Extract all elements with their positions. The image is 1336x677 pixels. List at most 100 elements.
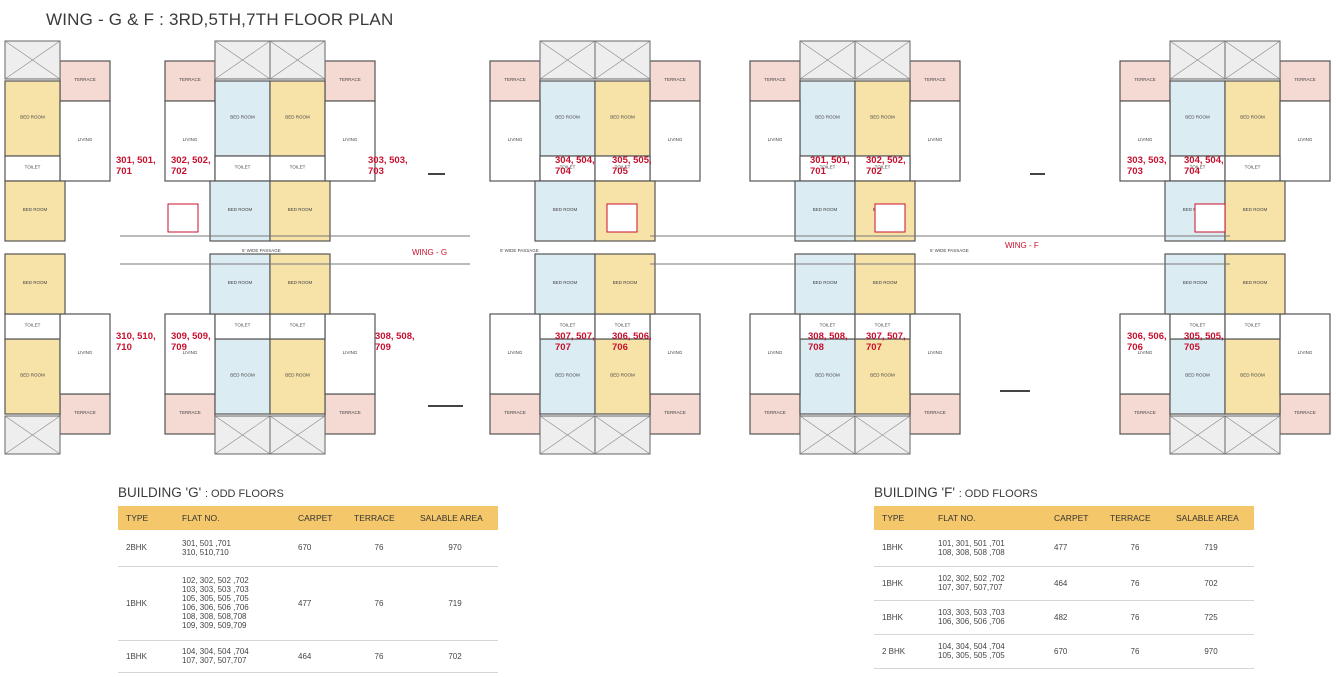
terrace-cell: 76 (346, 530, 412, 567)
room-label: TERRACE (179, 410, 201, 415)
room (4, 155, 61, 182)
room (489, 393, 541, 435)
terrace-cell: 76 (1102, 530, 1168, 567)
room-label: TERRACE (1134, 77, 1156, 82)
room-label: BED ROOM (1240, 373, 1265, 378)
room-label: BED ROOM (1240, 115, 1265, 120)
flat-number: 305, 505, (612, 155, 652, 166)
room-label: BED ROOM (613, 280, 638, 285)
flat-no-line: 104, 304, 504 ,704 (182, 647, 249, 656)
flat-number: 706 (1127, 342, 1143, 353)
room-label: TERRACE (1294, 410, 1316, 415)
room-label: TERRACE (1294, 77, 1316, 82)
room (1279, 393, 1331, 435)
flat-number: 703 (368, 166, 384, 177)
room-label: LIVING (183, 137, 198, 142)
salable-cell: 702 (412, 640, 498, 673)
room (854, 313, 911, 340)
room (269, 80, 326, 157)
lift-core (167, 203, 199, 233)
carpet-cell: 464 (1046, 566, 1102, 601)
room (324, 100, 376, 182)
flat-no-line: 310, 510,710 (182, 547, 229, 557)
flat-number: 709 (171, 342, 187, 353)
room-label: LIVING (768, 137, 783, 142)
flat-no-line: 105, 305, 505 ,705 (182, 594, 249, 603)
flat-number: 702 (171, 166, 187, 177)
room-label: TOILET (235, 323, 251, 328)
room-label: LIVING (343, 350, 358, 355)
room-label: TERRACE (179, 77, 201, 82)
room (209, 180, 271, 242)
open-terrace-cross (539, 40, 596, 80)
flat-number: 304, 504, (1184, 155, 1224, 166)
room (799, 338, 856, 415)
room (1169, 155, 1226, 182)
lift-core (1194, 203, 1226, 233)
room (269, 180, 331, 242)
room-label: LIVING (183, 350, 198, 355)
flat-no-line: 103, 303, 503 ,703 (182, 585, 249, 594)
room (1224, 180, 1286, 242)
salable-cell: 725 (1168, 600, 1254, 635)
room (534, 253, 596, 315)
room-label: BED ROOM (815, 373, 840, 378)
room-label: BED ROOM (555, 115, 580, 120)
terrace-cell: 76 (1102, 566, 1168, 601)
flat-number: 701 (810, 166, 827, 177)
room-label: BED ROOM (20, 115, 45, 120)
wing-g-label: WING - G (412, 248, 447, 257)
flat-number: 306, 506, (612, 331, 652, 342)
flat-number: 309, 509, (171, 331, 211, 342)
flat-number: 703 (1127, 166, 1143, 177)
flat-number: 308, 508, (375, 331, 415, 342)
room-label: TOILET (560, 165, 576, 170)
flat-no-line: 105, 305, 505 ,705 (938, 651, 1005, 660)
room-label: BED ROOM (555, 373, 580, 378)
type-cell: 1BHK (118, 640, 174, 673)
room-label: LIVING (1298, 137, 1313, 142)
room (214, 313, 271, 340)
flat-no-line: 106, 306, 506 ,706 (938, 617, 1005, 626)
room (1119, 313, 1171, 395)
room-label: LIVING (668, 350, 683, 355)
room-label: TOILET (615, 165, 631, 170)
type-cell: 2 BHK (874, 634, 930, 669)
room (269, 155, 326, 182)
room-label: TERRACE (664, 410, 686, 415)
room-label: TOILET (820, 165, 836, 170)
flat-number: 705 (612, 166, 629, 177)
room (854, 338, 911, 415)
room (269, 313, 326, 340)
room-label: BED ROOM (285, 373, 310, 378)
carpet-cell: 477 (1046, 530, 1102, 567)
room (594, 80, 651, 157)
room (4, 313, 61, 340)
flat-no-line: 108, 308, 508,708 (182, 612, 247, 621)
room (1169, 338, 1226, 415)
room (59, 100, 111, 182)
room (594, 155, 651, 182)
room-label: TOILET (560, 323, 576, 328)
room-label: BED ROOM (230, 373, 255, 378)
room (4, 253, 66, 315)
passage-label: 5' WIDE PASSAGE (500, 248, 539, 253)
room (1119, 60, 1171, 102)
room-label: TERRACE (504, 77, 526, 82)
flat-number: 306, 506, (1127, 331, 1167, 342)
col-flat-no: FLAT NO. (174, 506, 290, 530)
room (539, 338, 596, 415)
room (649, 313, 701, 395)
room-label: BED ROOM (23, 280, 48, 285)
room (269, 338, 326, 415)
open-terrace-cross (1224, 40, 1281, 80)
room (909, 313, 961, 395)
carpet-cell: 670 (1046, 634, 1102, 669)
room-label: TOILET (820, 323, 836, 328)
col-type: TYPE (118, 506, 174, 530)
room-label: TERRACE (924, 77, 946, 82)
